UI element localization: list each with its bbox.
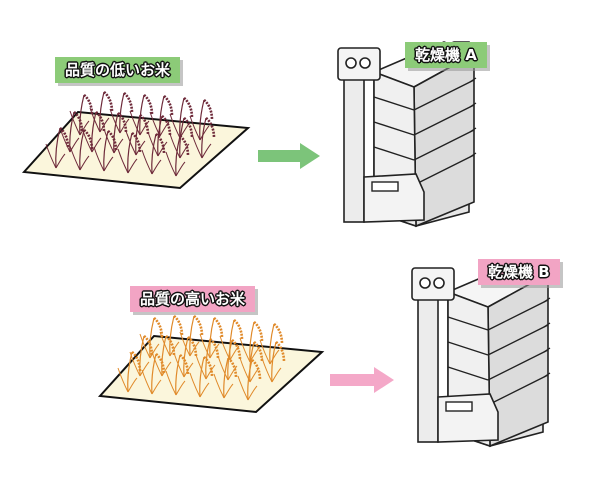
dryer-b (411, 261, 551, 447)
high-quality-rice-label: 品質の高いお米 (130, 286, 256, 312)
low-quality-field (21, 90, 251, 190)
dryer-b-label: 乾燥機 B (478, 259, 560, 285)
dryer-a (337, 41, 477, 227)
low-quality-rice-label: 品質の低いお米 (55, 57, 181, 83)
high-quality-field (97, 314, 325, 414)
arrow-to-dryer-a (258, 143, 320, 169)
dryer-a-label: 乾燥機 A (405, 42, 487, 68)
arrow-to-dryer-b (330, 367, 394, 393)
